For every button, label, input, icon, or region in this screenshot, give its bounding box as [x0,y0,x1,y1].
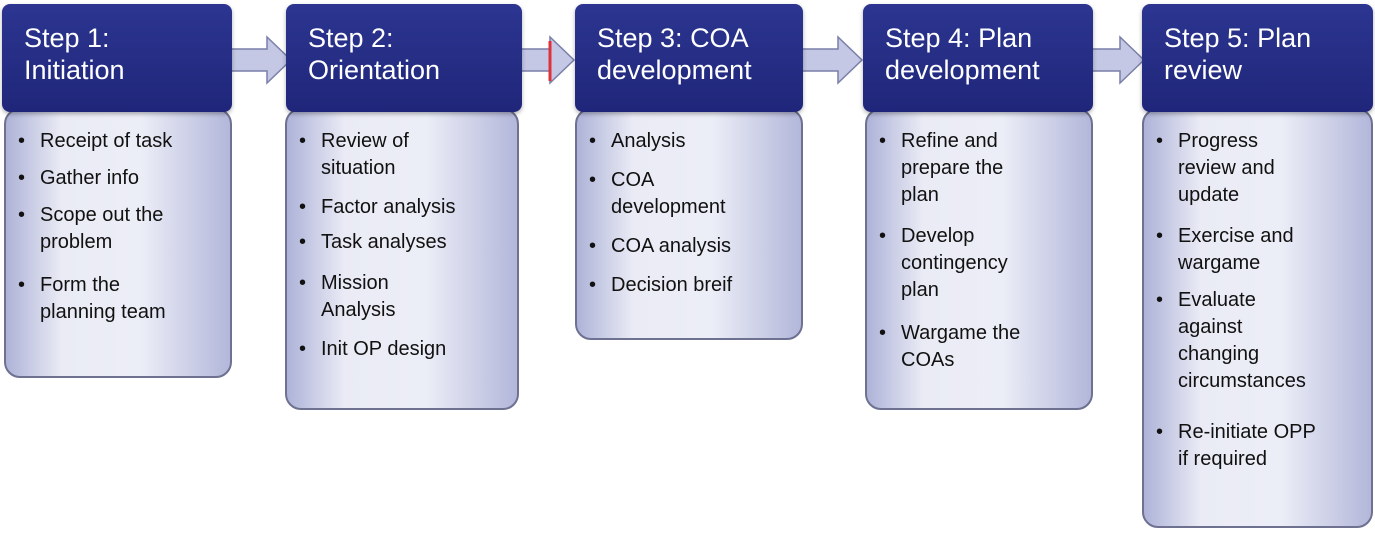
list-item: COA analysis [587,233,793,260]
list-item: Refine and prepare the plan [877,128,1083,209]
bullet-list: Progress review and updateExercise and w… [1154,128,1363,473]
step-1-header: Step 1: Initiation [2,4,232,112]
list-item: Factor analysis [297,194,509,221]
bullet-list: AnalysisCOA developmentCOA analysisDecis… [587,128,793,299]
list-item: Gather info [16,165,222,192]
step-5-body: Progress review and updateExercise and w… [1142,108,1373,528]
list-item: Task analyses [297,229,509,256]
arrow-right-icon [793,35,864,85]
list-item: Decision breif [587,272,793,299]
bullet-list: Refine and prepare the planDevelop conti… [877,128,1083,374]
list-item: Review of situation [297,128,509,182]
list-item: Exercise and wargame [1154,223,1363,277]
bullet-list: Review of situationFactor analysisTask a… [297,128,509,363]
list-item: Form the planning team [16,272,222,326]
list-item: Develop contingency plan [877,223,1083,304]
step-2-body: Review of situationFactor analysisTask a… [285,108,519,410]
list-item: Wargame the COAs [877,320,1083,374]
bullet-list: Receipt of taskGather infoScope out the … [16,128,222,326]
step-5-header: Step 5: Plan review [1142,4,1373,112]
step-3-header: Step 3: COA development [575,4,803,112]
step-4-header: Step 4: Plan development [863,4,1093,112]
step-2-header: Step 2: Orientation [286,4,522,112]
list-item: Scope out the problem [16,202,222,256]
step-4-body: Refine and prepare the planDevelop conti… [865,108,1093,410]
step-3-body: AnalysisCOA developmentCOA analysisDecis… [575,108,803,340]
list-item: COA development [587,167,793,221]
list-item: Mission Analysis [297,270,509,324]
list-item: Re-initiate OPP if required [1154,419,1363,473]
step-1-body: Receipt of taskGather infoScope out the … [4,108,232,378]
list-item: Evaluate against changing circumstances [1154,287,1363,395]
list-item: Progress review and update [1154,128,1363,209]
list-item: Init OP design [297,336,509,363]
list-item: Analysis [587,128,793,155]
list-item: Receipt of task [16,128,222,155]
arrow-right-icon [222,35,293,85]
